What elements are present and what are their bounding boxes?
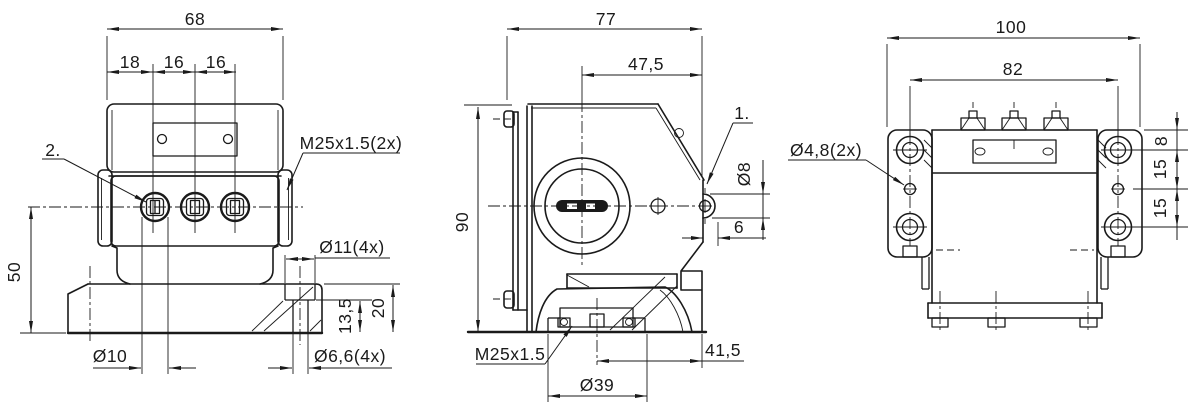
gland-label: M25x1.5 xyxy=(475,344,546,364)
dim-cover-center-label: 47,5 xyxy=(628,54,664,74)
bracket-tab xyxy=(902,245,918,258)
dim-pitch1-label: 18 xyxy=(120,52,140,72)
dim-gland-offset-label: 41,5 xyxy=(705,340,741,360)
plate-tab-bottom xyxy=(503,290,515,309)
dim-gland-boss-label: Ø39 xyxy=(580,375,615,395)
dim-plunger-proj-label: 6 xyxy=(734,217,744,237)
bracket-tab xyxy=(1110,245,1126,258)
dim-plunger-dia-label: Ø8 xyxy=(734,162,754,186)
hatch-line xyxy=(309,319,322,332)
dim-entry-hole-label: Ø10 xyxy=(93,346,128,366)
callout-1-label: 1. xyxy=(734,103,750,123)
front-view: 68 18 16 16 2. M25x1.5(2x) 50 Ø11(4x) 13… xyxy=(4,9,402,374)
foot xyxy=(1079,317,1098,328)
hatch-line xyxy=(609,276,666,331)
hatch-line xyxy=(631,285,678,331)
dim-counterbore-label: Ø11(4x) xyxy=(319,237,384,257)
hatch-line xyxy=(263,286,314,332)
dim-cb-depth-label: 13,5 xyxy=(335,298,355,334)
callout-2-label: 2. xyxy=(45,140,61,160)
small-holes-label: Ø4,8(2x) xyxy=(790,140,862,160)
dim-side-height-label: 90 xyxy=(452,212,472,232)
bottom-gland xyxy=(547,307,646,332)
mounting-holes-right xyxy=(1101,133,1135,246)
base-fillet-left xyxy=(111,245,131,285)
dim-height-label: 50 xyxy=(4,262,24,282)
dim-pitch-b-label: 15 xyxy=(1150,198,1170,218)
foot xyxy=(987,317,1006,328)
front-foot xyxy=(680,241,704,333)
dim-overall-width-label: 68 xyxy=(185,9,205,29)
dim-hole-pitch-label: 82 xyxy=(1003,59,1023,79)
hatch-line xyxy=(251,300,284,332)
right-gland-boss xyxy=(277,169,293,247)
dim-offset-top-label: 8 xyxy=(1151,136,1171,146)
dim-back-width-label: 100 xyxy=(996,17,1027,37)
base-fillet-right xyxy=(259,245,279,285)
sloped-front xyxy=(657,103,705,181)
mounting-holes-left xyxy=(893,133,927,246)
dim-pitch2-label: 16 xyxy=(164,52,184,72)
base-left-edge xyxy=(67,283,89,334)
terminal-bumps xyxy=(960,102,1069,131)
dim-pitch-a-label: 15 xyxy=(1150,159,1170,179)
dim-depth-label: 77 xyxy=(596,9,616,29)
plunger xyxy=(702,193,716,219)
left-gland-boss xyxy=(97,169,113,247)
dim-base-height-label: 20 xyxy=(368,298,388,318)
conduit-label: M25x1.5(2x) xyxy=(300,133,403,153)
side-view: 77 47,5 1. Ø8 90 6 M25x1.5 41,5 Ø39 xyxy=(452,9,770,402)
slope-rivet xyxy=(674,128,684,138)
dim-mount-hole-label: Ø6,6(4x) xyxy=(314,346,386,366)
name-plate xyxy=(972,139,1057,164)
back-view: 100 82 Ø4,8(2x) 8 15 15 xyxy=(788,17,1188,333)
dim-pitch3-label: 16 xyxy=(206,52,226,72)
